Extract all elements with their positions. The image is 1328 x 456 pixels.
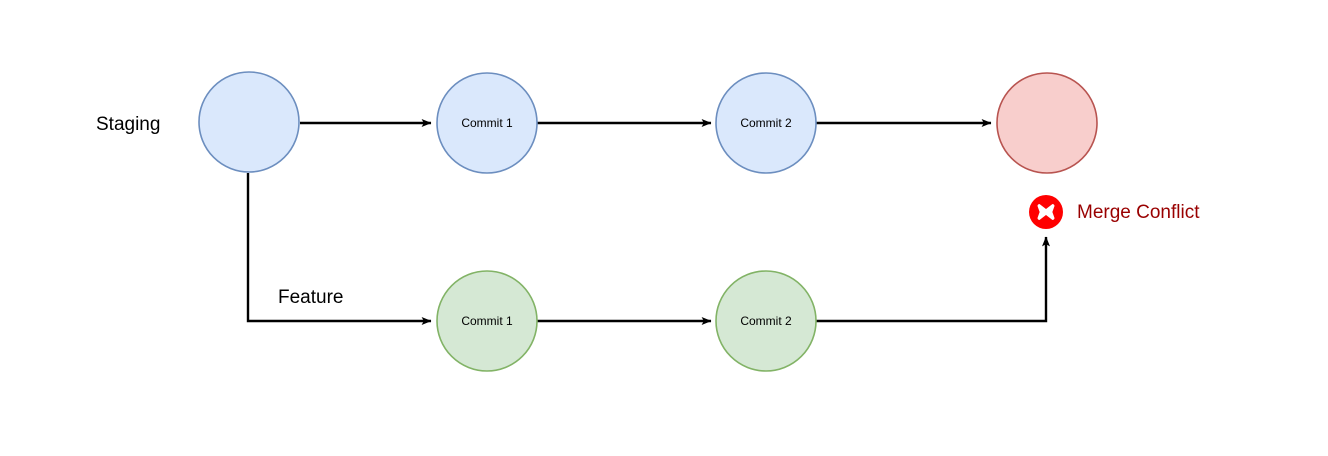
edge-root-to-feature-commit-1 xyxy=(246,173,432,325)
merge-conflict-label: Merge Conflict xyxy=(1077,202,1200,223)
branch-label-staging: Staging xyxy=(96,114,160,135)
branch-label-feature: Feature xyxy=(278,287,343,308)
edge-feature-commit-2-to-merge-conflict xyxy=(816,236,1050,323)
node-root[interactable] xyxy=(198,71,300,173)
node-feature-commit-1[interactable]: Commit 1 xyxy=(436,270,538,372)
error-x-circle-icon xyxy=(1029,195,1063,229)
node-feature-commit-2-label: Commit 2 xyxy=(740,314,792,328)
node-staging-merge-target-circle[interactable] xyxy=(996,72,1098,174)
node-feature-commit-1-label: Commit 1 xyxy=(461,314,513,328)
node-staging-commit-2-label: Commit 2 xyxy=(740,116,792,130)
node-staging-commit-2-circle[interactable] xyxy=(715,72,817,174)
node-staging-commit-1[interactable]: Commit 1 xyxy=(436,72,538,174)
node-staging-commit-1-label: Commit 1 xyxy=(461,116,513,130)
merge-conflict-annotation[interactable]: Merge Conflict xyxy=(1029,195,1200,229)
node-staging-merge-target[interactable] xyxy=(996,72,1098,174)
node-feature-commit-2[interactable]: Commit 2 xyxy=(715,270,817,372)
node-root-circle[interactable] xyxy=(198,71,300,173)
node-staging-commit-2[interactable]: Commit 2 xyxy=(715,72,817,174)
error-x-circle-icon-glyph xyxy=(1037,204,1055,220)
node-feature-commit-2-circle[interactable] xyxy=(715,270,817,372)
node-feature-commit-1-circle[interactable] xyxy=(436,270,538,372)
node-staging-commit-1-circle[interactable] xyxy=(436,72,538,174)
